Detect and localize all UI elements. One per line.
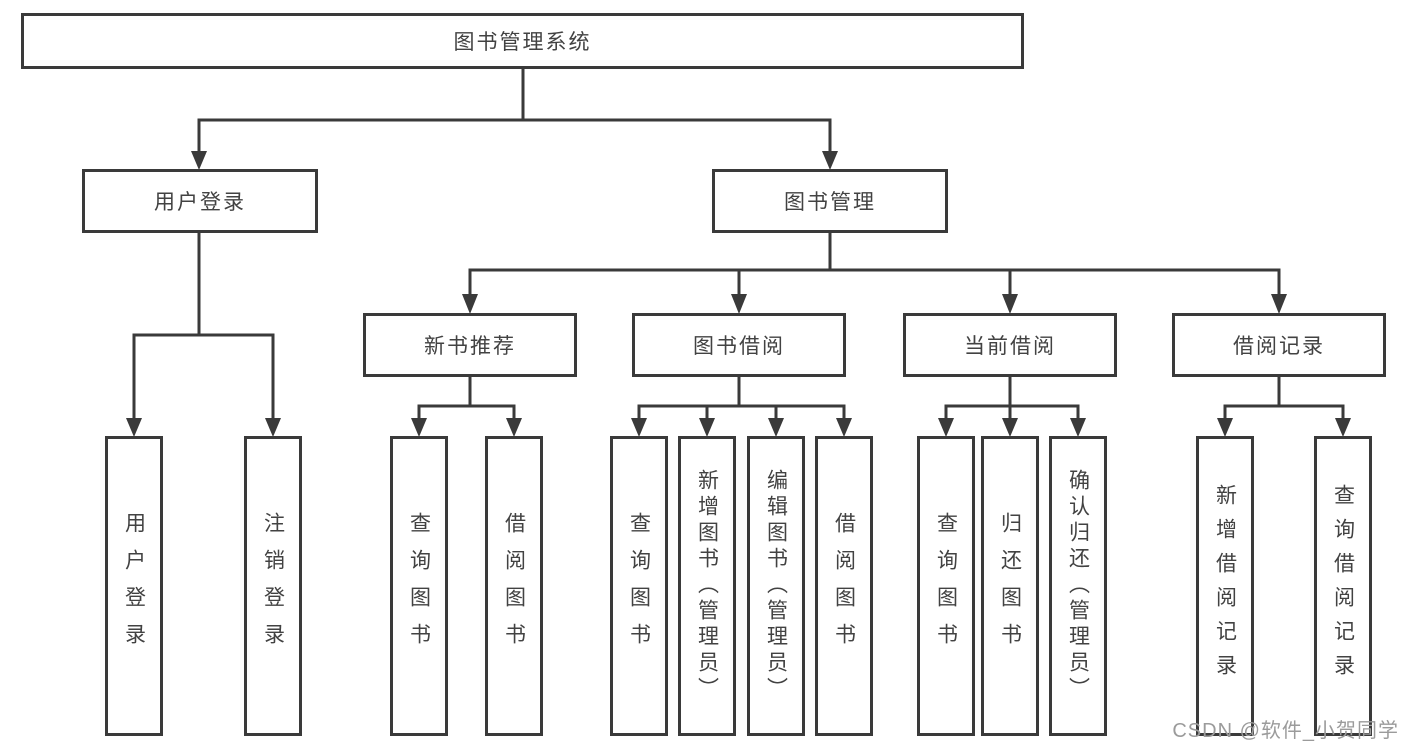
node-user-login: 用户登录 (82, 169, 318, 233)
leaf-recommend-query-books: 查询图书 (390, 436, 448, 736)
connector-book-management-children (468, 233, 1281, 295)
leaf-borrow-books: 借阅图书 (815, 436, 873, 736)
node-book-management: 图书管理 (712, 169, 948, 233)
leaf-label: 查询图书 (627, 512, 651, 660)
leaf-current-query-books: 查询图书 (917, 436, 975, 736)
leaf-label: 新增借阅记录 (1213, 484, 1237, 688)
leaf-label: 新增图书（管理员） (695, 469, 719, 703)
node-label: 新书推荐 (424, 335, 516, 358)
leaf-label: 查询图书 (934, 512, 958, 660)
node-current-borrow: 当前借阅 (903, 313, 1117, 377)
leaf-label: 确认归还（管理员） (1066, 469, 1090, 703)
node-label: 图书管理系统 (453, 31, 592, 54)
node-label: 当前借阅 (964, 335, 1056, 358)
watermark: CSDN @软件_小贺同学 (1172, 720, 1399, 742)
leaf-label: 借阅图书 (502, 512, 526, 660)
node-book-borrow: 图书借阅 (632, 313, 846, 377)
node-borrow-record: 借阅记录 (1172, 313, 1386, 377)
leaf-add-borrow-record: 新增借阅记录 (1196, 436, 1254, 736)
arrowheads (126, 151, 1351, 437)
node-label: 图书管理 (784, 191, 876, 214)
leaf-edit-book-admin: 编辑图书（管理员） (747, 436, 805, 736)
node-label: 图书借阅 (693, 335, 785, 358)
leaf-confirm-return-admin: 确认归还（管理员） (1049, 436, 1107, 736)
leaf-label: 查询借阅记录 (1331, 484, 1355, 688)
node-label: 借阅记录 (1233, 335, 1325, 358)
node-library-management-system: 图书管理系统 (21, 13, 1024, 69)
leaf-label: 借阅图书 (832, 512, 856, 660)
leaf-query-borrow-record: 查询借阅记录 (1314, 436, 1372, 736)
leaf-return-book: 归还图书 (981, 436, 1039, 736)
leaf-borrow-query-books: 查询图书 (610, 436, 668, 736)
connector-record-children (1223, 377, 1345, 419)
leaf-user-login: 用户登录 (105, 436, 163, 736)
leaf-label: 编辑图书（管理员） (764, 469, 788, 703)
leaf-logout: 注销登录 (244, 436, 302, 736)
leaf-recommend-borrow-books: 借阅图书 (485, 436, 543, 736)
connector-root-to-level2 (197, 68, 832, 152)
node-label: 用户登录 (154, 191, 246, 214)
connector-recommend-children (417, 377, 516, 419)
node-new-book-recommend: 新书推荐 (363, 313, 577, 377)
connector-user-login-children (132, 233, 275, 419)
leaf-label: 归还图书 (998, 512, 1022, 660)
connector-borrow-children (637, 377, 846, 419)
leaf-add-book-admin: 新增图书（管理员） (678, 436, 736, 736)
leaf-label: 用户登录 (122, 512, 146, 660)
connector-current-children (944, 377, 1080, 419)
leaf-label: 注销登录 (261, 512, 285, 660)
leaf-label: 查询图书 (407, 512, 431, 660)
